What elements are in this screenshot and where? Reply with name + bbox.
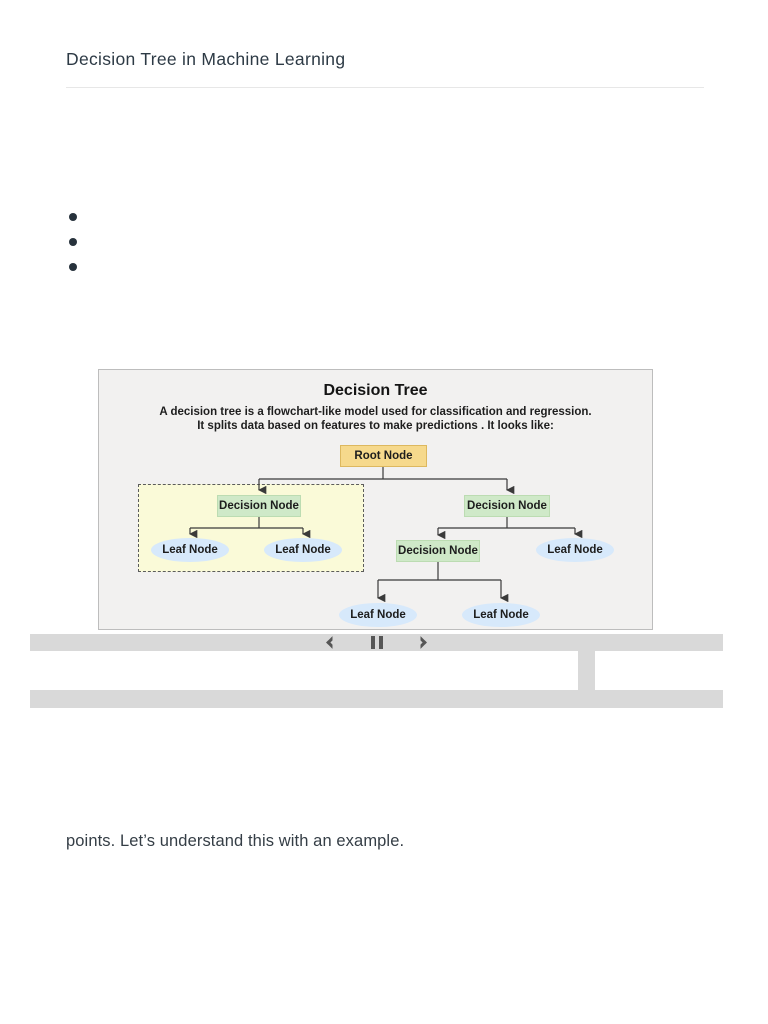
previous-slide-button[interactable] [321, 634, 341, 651]
figure-description-line2: It splits data based on features to make… [197, 420, 554, 432]
decision-tree-figure: Decision Tree A decision tree is a flowc… [98, 369, 653, 630]
leaf-node: Leaf Node [339, 603, 417, 627]
decision-node-left: Decision Node [217, 495, 301, 517]
placeholder-bar [30, 690, 723, 708]
root-node: Root Node [340, 445, 427, 467]
bullet-list [69, 205, 369, 280]
decision-node-middle: Decision Node [396, 540, 480, 562]
title-divider [66, 87, 704, 88]
leaf-node: Leaf Node [536, 538, 614, 562]
leaf-node: Leaf Node [264, 538, 342, 562]
pause-button[interactable] [367, 634, 387, 651]
figure-description-line1: A decision tree is a flowchart-like mode… [159, 406, 592, 418]
figure-title: Decision Tree [323, 382, 428, 399]
tree-connectors [188, 467, 583, 603]
paragraph-text: points. Let’s understand this with an ex… [66, 832, 405, 850]
next-slide-button[interactable] [413, 634, 433, 651]
leaf-node: Leaf Node [462, 603, 540, 627]
tree-diagram: Root Node Decision Node Decision Node Le… [99, 370, 652, 629]
placeholder-block-side [578, 651, 595, 690]
bullet-item [69, 255, 369, 280]
chevron-right-icon [414, 636, 427, 649]
bullet-item [69, 205, 369, 230]
chevron-left-icon [326, 636, 339, 649]
pause-icon [370, 636, 383, 649]
page-title: Decision Tree in Machine Learning [66, 49, 346, 69]
bullet-item [69, 230, 369, 255]
leaf-node: Leaf Node [151, 538, 229, 562]
carousel-control-bar [30, 634, 723, 651]
decision-node-right: Decision Node [464, 495, 550, 517]
